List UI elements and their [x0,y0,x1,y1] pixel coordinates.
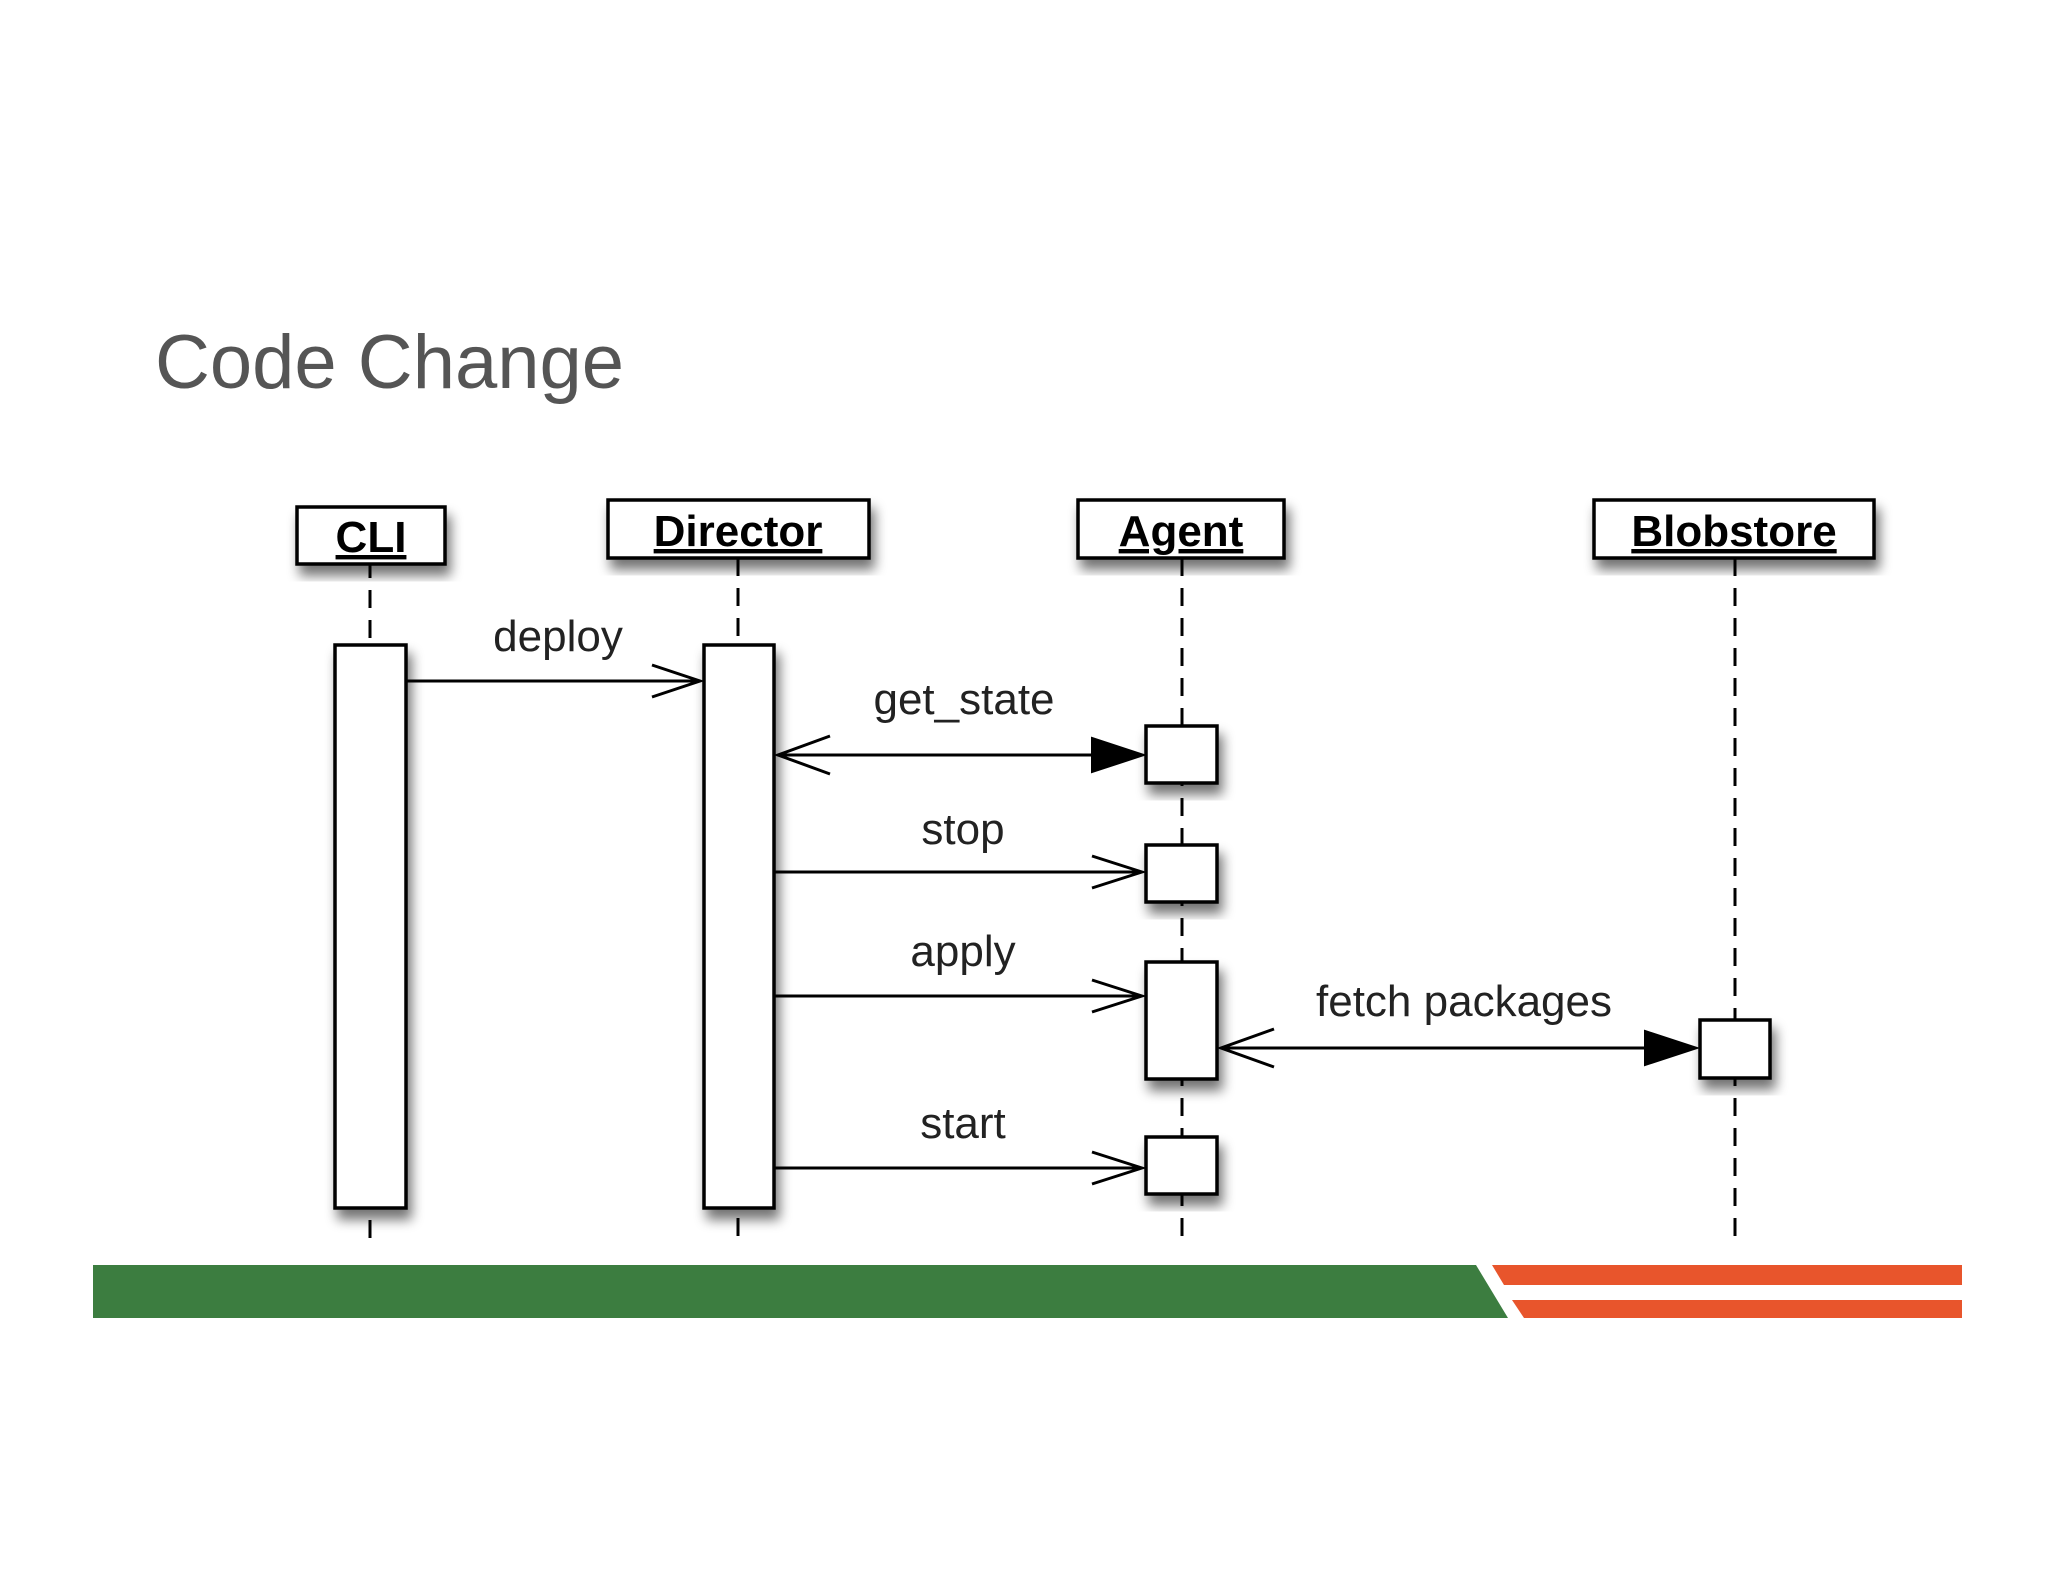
arrow-head-filled-icon [1091,736,1148,774]
arrow-head-open-icon [1091,1150,1147,1186]
page-title: Code Change [155,320,624,405]
arrow-head-open-icon [1091,854,1147,890]
message-label-stop: stop [921,805,1004,854]
actor-blobstore: Blobstore [1592,498,1876,560]
actor-cli: CLI [295,505,447,566]
message-label-deploy: deploy [493,612,623,661]
message-get-state: get_state [773,675,1148,776]
arrow-head-open-icon [1216,1027,1275,1069]
arrow-head-open-icon [773,734,831,776]
activation-agent-stop [1144,843,1219,904]
message-label-fetch-packages: fetch packages [1316,977,1612,1026]
activation-director [702,643,776,1210]
arrow-head-filled-icon [1644,1029,1701,1067]
actor-label-cli: CLI [336,513,407,562]
message-start: start [774,1099,1147,1186]
message-label-get-state: get_state [873,675,1054,724]
arrow-head-open-icon [651,663,705,699]
message-apply: apply [774,927,1147,1014]
actor-director: Director [606,498,871,560]
footer-band [93,1265,1962,1318]
actor-label-agent: Agent [1119,507,1244,556]
footer-green-bar [93,1265,1508,1318]
activation-agent-apply [1144,960,1219,1081]
actor-label-blobstore: Blobstore [1631,507,1836,556]
activation-agent-start [1144,1135,1219,1196]
message-deploy: deploy [406,612,705,699]
message-stop: stop [774,805,1147,890]
activation-agent-get-state [1144,724,1219,785]
message-label-apply: apply [910,927,1015,976]
activation-blobstore-fetch [1698,1018,1772,1080]
message-label-start: start [920,1099,1006,1148]
activations [333,643,1772,1210]
actor-label-director: Director [654,507,823,556]
arrow-head-open-icon [1091,978,1147,1014]
actor-agent: Agent [1076,498,1286,560]
footer-orange-stripe-top [1492,1265,1962,1285]
lifelines [368,558,1737,1245]
footer-orange-stripe-bottom [1512,1300,1962,1318]
message-fetch-packages: fetch packages [1216,977,1701,1069]
activation-cli [333,643,408,1210]
